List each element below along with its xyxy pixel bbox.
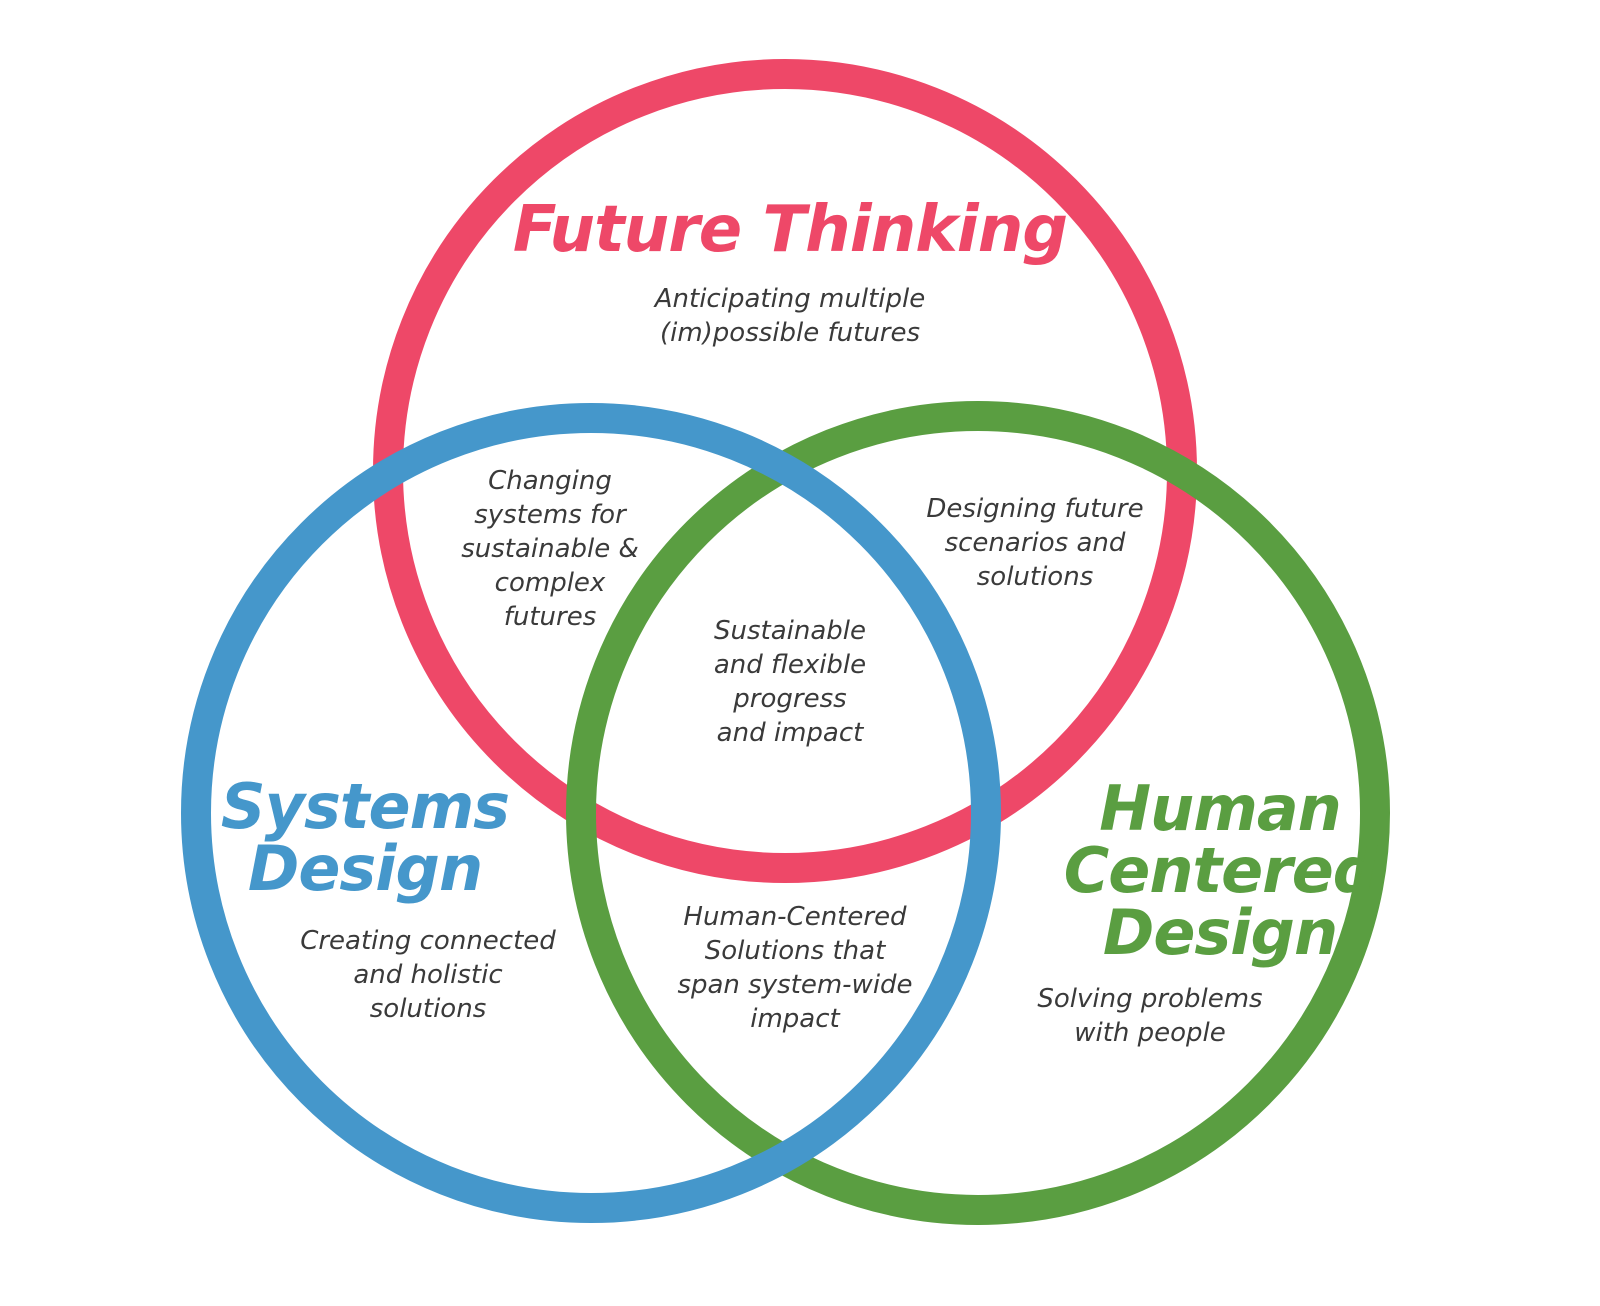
title-line: Future Thinking (512, 193, 1068, 267)
title-line: Human (1099, 772, 1342, 845)
desc-line: scenarios and (944, 528, 1126, 558)
title-line: Systems (220, 770, 510, 843)
systems-design-title: Systems Design (200, 776, 530, 900)
systems-design-circle (181, 403, 1001, 1223)
desc-line: Solutions that (704, 936, 886, 966)
desc-line: Human-Centered (683, 902, 907, 932)
desc-line: sustainable & (461, 534, 639, 564)
desc-line: (im)possible futures (659, 318, 921, 348)
all-three-intersection-label: Sustainable and flexible progress and im… (670, 614, 910, 750)
human-centered-design-description: Solving problems with people (1000, 982, 1300, 1050)
desc-line: Sustainable (713, 616, 866, 646)
desc-line: and holistic (353, 960, 503, 990)
future-human-intersection-label: Designing future scenarios and solutions (890, 492, 1180, 594)
future-thinking-title: Future Thinking (480, 198, 1100, 262)
desc-line: impact (750, 1004, 840, 1034)
desc-line: and impact (716, 718, 864, 748)
desc-line: complex (494, 568, 606, 598)
desc-line: systems for (474, 500, 626, 530)
desc-line: and flexible (713, 650, 867, 680)
future-systems-intersection-label: Changing systems for sustainable & compl… (420, 464, 680, 634)
desc-line: progress (733, 684, 847, 714)
systems-design-description: Creating connected and holistic solution… (268, 924, 588, 1026)
desc-line: Changing (488, 466, 612, 496)
desc-line: solutions (976, 562, 1094, 592)
systems-human-intersection-label: Human-Centered Solutions that span syste… (640, 900, 950, 1036)
human-centered-design-circle (566, 401, 1390, 1225)
desc-line: Designing future (926, 494, 1144, 524)
desc-line: Solving problems (1037, 984, 1263, 1014)
title-line: Design (1102, 896, 1338, 969)
desc-line: Anticipating multiple (654, 284, 926, 314)
desc-line: span system-wide (677, 970, 913, 1000)
title-line: Centered (1063, 834, 1377, 907)
desc-line: futures (503, 602, 597, 632)
desc-line: with people (1074, 1018, 1226, 1048)
title-line: Design (247, 832, 483, 905)
human-centered-design-title: Human Centered Design (1040, 778, 1400, 964)
future-thinking-description: Anticipating multiple (im)possible futur… (560, 282, 1020, 350)
desc-line: solutions (369, 994, 487, 1024)
desc-line: Creating connected (300, 926, 556, 956)
